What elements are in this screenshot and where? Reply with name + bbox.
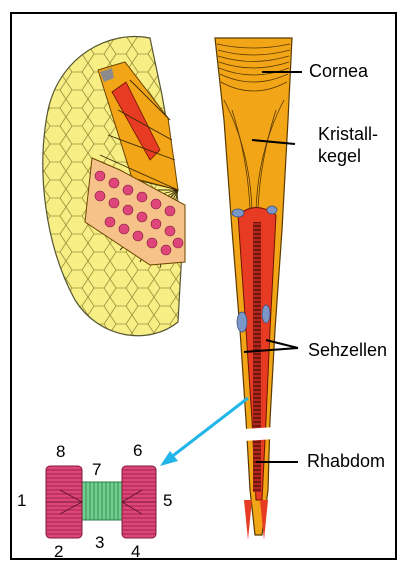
- cs-number-8: 8: [56, 442, 66, 461]
- rhabdom-cross-section: [45, 465, 157, 539]
- leader-lines: [243, 71, 302, 463]
- outer-border: [10, 12, 397, 560]
- rhabdom-column: [253, 222, 261, 492]
- leader-kristallkegel: [251, 139, 296, 145]
- cs-number-6: 6: [133, 441, 143, 460]
- break-gap: [228, 426, 290, 442]
- cs-number-5: 5: [163, 491, 173, 510]
- eye-grey-tip: [100, 68, 114, 82]
- cs-number-3: 3: [95, 533, 105, 552]
- label-rhabdom: Rhabdom: [307, 451, 386, 471]
- cs-number-1: 1: [17, 491, 27, 510]
- cornea-layers: [216, 43, 291, 92]
- leader-sehzellen-2: [265, 339, 299, 349]
- tip-left: [244, 500, 252, 540]
- cross-section-dividers: [46, 489, 156, 515]
- label-sehzellen: Sehzellen: [308, 340, 388, 360]
- cell-7-3-green: [79, 481, 125, 521]
- cs-number-7: 7: [92, 460, 102, 479]
- label-kristallkegel-2: kegel: [318, 146, 362, 166]
- zoom-arrow: [160, 396, 249, 466]
- compound-eye: [42, 36, 186, 337]
- ommatidium: [214, 37, 293, 540]
- cs-number-2: 2: [54, 542, 64, 561]
- pigment-spots: [231, 205, 278, 333]
- label-kristallkegel-1: Kristall-: [318, 124, 379, 144]
- tip-right: [260, 500, 268, 540]
- eye-cutaway-red: [111, 81, 161, 161]
- eye-rosettes: [94, 170, 184, 256]
- leader-sehzellen-1: [243, 347, 299, 353]
- crystalline-cone: [223, 99, 285, 211]
- cs-number-4: 4: [131, 542, 141, 561]
- label-cornea: Cornea: [309, 61, 369, 81]
